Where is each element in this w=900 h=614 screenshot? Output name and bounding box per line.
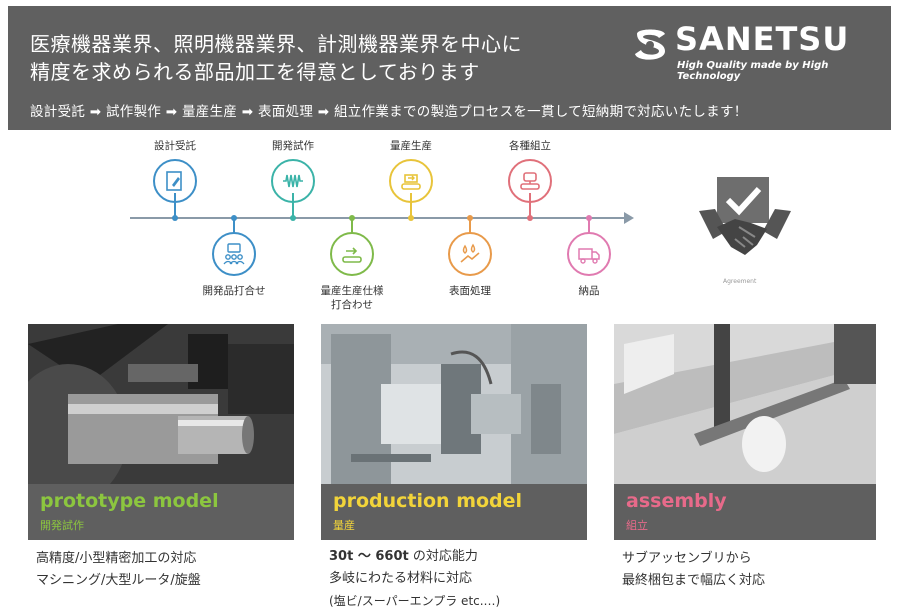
step-label: 表面処理 xyxy=(449,285,491,297)
step-assembly: 各種組立 xyxy=(485,139,575,203)
headline-line-1: 医療機器業界、照明機器業界、計測機器業界を中心に xyxy=(30,32,522,56)
card-title-en: production model xyxy=(333,490,523,512)
agreement-graphic: Agreement xyxy=(695,175,795,285)
card-description: サブアッセンブリから 最終梱包まで幅広く対応 xyxy=(622,548,765,592)
step-label: 各種組立 xyxy=(509,140,551,152)
step-label-line-2: 打合わせ xyxy=(331,299,373,311)
desc-line-1: サブアッセンブリから xyxy=(622,551,752,566)
handshake-check-icon xyxy=(699,177,791,255)
desc-line-3: (塩ビ/スーパーエンプラ etc.…) xyxy=(329,594,501,608)
headline: 医療機器業界、照明機器業界、計測機器業界を中心に 精度を求められる部品加工を得意… xyxy=(30,30,522,86)
step-label: 設計受託 xyxy=(154,140,196,152)
agreement-caption: Agreement xyxy=(723,278,757,285)
surface-treatment-icon xyxy=(448,232,492,276)
card-title-jp: 組立 xyxy=(626,519,648,532)
card-title-en: prototype model xyxy=(40,490,219,512)
process-timeline: 設計受託 開発試作 量産生産 各種組立 開発品打合せ xyxy=(0,135,900,320)
card-title-box: assembly 組立 xyxy=(614,484,876,540)
timeline-axis xyxy=(130,217,628,219)
card-description: 高精度/小型精密加工の対応 マシニング/大型ルータ/旋盤 xyxy=(36,548,201,592)
step-label: 開発試作 xyxy=(272,140,314,152)
step-label: 開発品打合せ xyxy=(202,285,266,297)
card-title-jp: 量産 xyxy=(333,519,355,532)
desc-capacity: 30t ～ 660t xyxy=(329,549,409,564)
headline-line-2: 精度を求められる部品加工を得意としております xyxy=(30,60,480,84)
assembly-photo xyxy=(614,324,876,488)
process-summary: 設計受託 ➡ 試作製作 ➡ 量産生産 ➡ 表面処理 ➡ 組立作業までの製造プロセ… xyxy=(30,104,748,120)
card-title-jp: 開発試作 xyxy=(40,519,84,532)
sanetsu-logo-icon xyxy=(635,29,665,60)
timeline-arrow-icon xyxy=(624,212,634,224)
meeting-icon xyxy=(212,232,256,276)
sanetsu-logo[interactable]: SANETSU High Quality made by High Techno… xyxy=(629,20,869,82)
card-description: 30t ～ 660t の対応能力 多岐にわたる材料に対応 (塩ビ/スーパーエンプ… xyxy=(329,546,500,612)
desc-line-1: 30t ～ 660t の対応能力 xyxy=(329,546,500,568)
robot-arm-icon xyxy=(508,159,552,203)
desc-line-2: 多岐にわたる材料に対応 xyxy=(329,571,473,586)
step-production-spec-meeting: 量産生産仕様 打合わせ xyxy=(307,232,397,312)
desc-line-2: 最終梱包まで幅広く対応 xyxy=(622,573,766,588)
step-label-line-1: 量産生産仕様 xyxy=(320,285,384,297)
card-title-box: prototype model 開発試作 xyxy=(28,484,294,540)
header-banner: 医療機器業界、照明機器業界、計測機器業界を中心に 精度を求められる部品加工を得意… xyxy=(8,6,891,130)
delivery-truck-icon xyxy=(567,232,611,276)
step-label: 量産生産 xyxy=(390,140,432,152)
prototype-photo xyxy=(28,324,294,488)
logo-tagline: High Quality made by High Technology xyxy=(677,60,829,82)
desc-line-1: 高精度/小型精密加工の対応 xyxy=(36,551,197,566)
desc-capacity-suffix: の対応能力 xyxy=(408,549,478,564)
logo-name: SANETSU xyxy=(675,20,850,58)
production-meeting-icon xyxy=(330,232,374,276)
card-title-en: assembly xyxy=(626,490,727,512)
production-photo xyxy=(321,324,587,488)
card-title-box: production model 量産 xyxy=(321,484,587,540)
step-development-meeting: 開発品打合せ xyxy=(189,232,279,298)
step-surface-treatment: 表面処理 xyxy=(425,232,515,298)
desc-line-2: マシニング/大型ルータ/旋盤 xyxy=(36,573,201,588)
step-label: 納品 xyxy=(578,285,600,297)
step-delivery: 納品 xyxy=(544,232,634,298)
